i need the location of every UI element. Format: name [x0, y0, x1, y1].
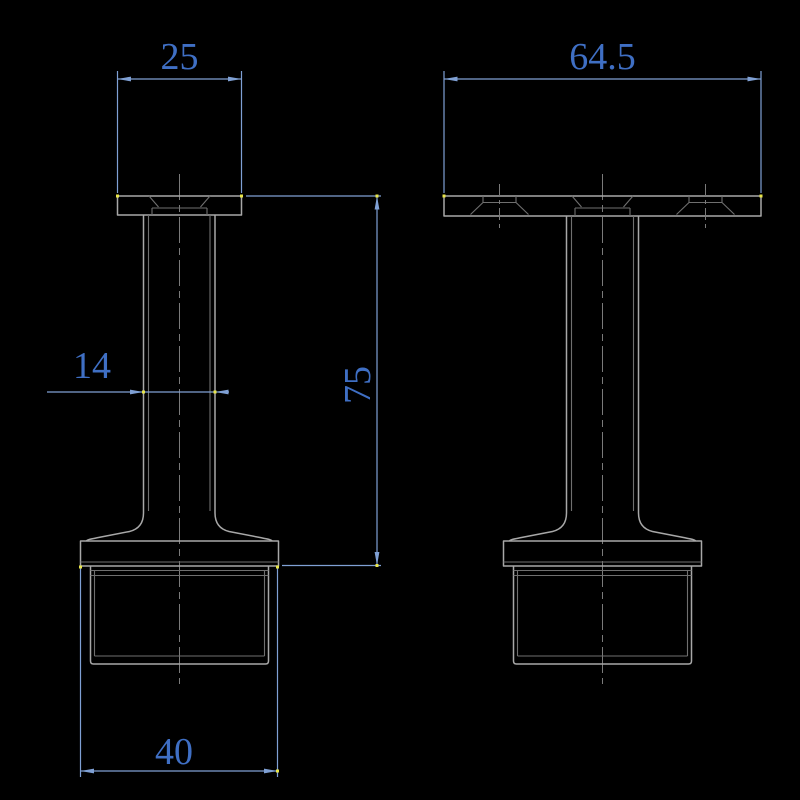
arrowhead-left: [130, 389, 144, 395]
arrowhead-top: [374, 196, 380, 210]
side-view-stem: [565, 216, 640, 513]
dim-value-cap-width: 25: [161, 36, 199, 78]
arrowhead-left: [444, 76, 458, 82]
side-view-flare: [508, 512, 697, 542]
side-view: [443, 174, 762, 684]
arrowhead-right: [215, 389, 229, 395]
dim-value-overall-height: 75: [337, 366, 379, 404]
front-view: [79, 174, 280, 684]
arrowhead-bottom: [374, 552, 380, 566]
arrowhead-right: [747, 76, 761, 82]
dim-value-base-diameter: 40: [155, 731, 193, 773]
side-view-plate: [443, 184, 762, 232]
dimension-base-diameter: 40: [79, 568, 279, 777]
dim-value-plate-width: 64.5: [569, 36, 636, 78]
front-view-insert-cylinder: [89, 566, 270, 665]
side-center-countersink: [571, 195, 634, 216]
front-view-flare: [85, 512, 273, 542]
arrowhead-left: [117, 76, 131, 82]
side-view-insert-cylinder: [512, 566, 693, 665]
dim-value-stem-diameter: 14: [73, 345, 111, 387]
arrowhead-right: [228, 76, 242, 82]
dimension-stem-diameter: 14: [47, 345, 229, 395]
dimension-overall-height: 75: [246, 195, 381, 567]
front-view-cap: [116, 195, 243, 216]
arrowhead-left: [80, 768, 94, 774]
front-countersink: [148, 195, 211, 215]
side-view-flange: [502, 540, 703, 567]
dimension-cap-width: 25: [116, 36, 243, 193]
dimension-plate-width: 64.5: [443, 36, 762, 193]
endpoint-markers: [79, 194, 763, 773]
arrowhead-right: [264, 768, 278, 774]
front-view-flange: [79, 540, 280, 567]
front-view-stem: [142, 215, 216, 513]
